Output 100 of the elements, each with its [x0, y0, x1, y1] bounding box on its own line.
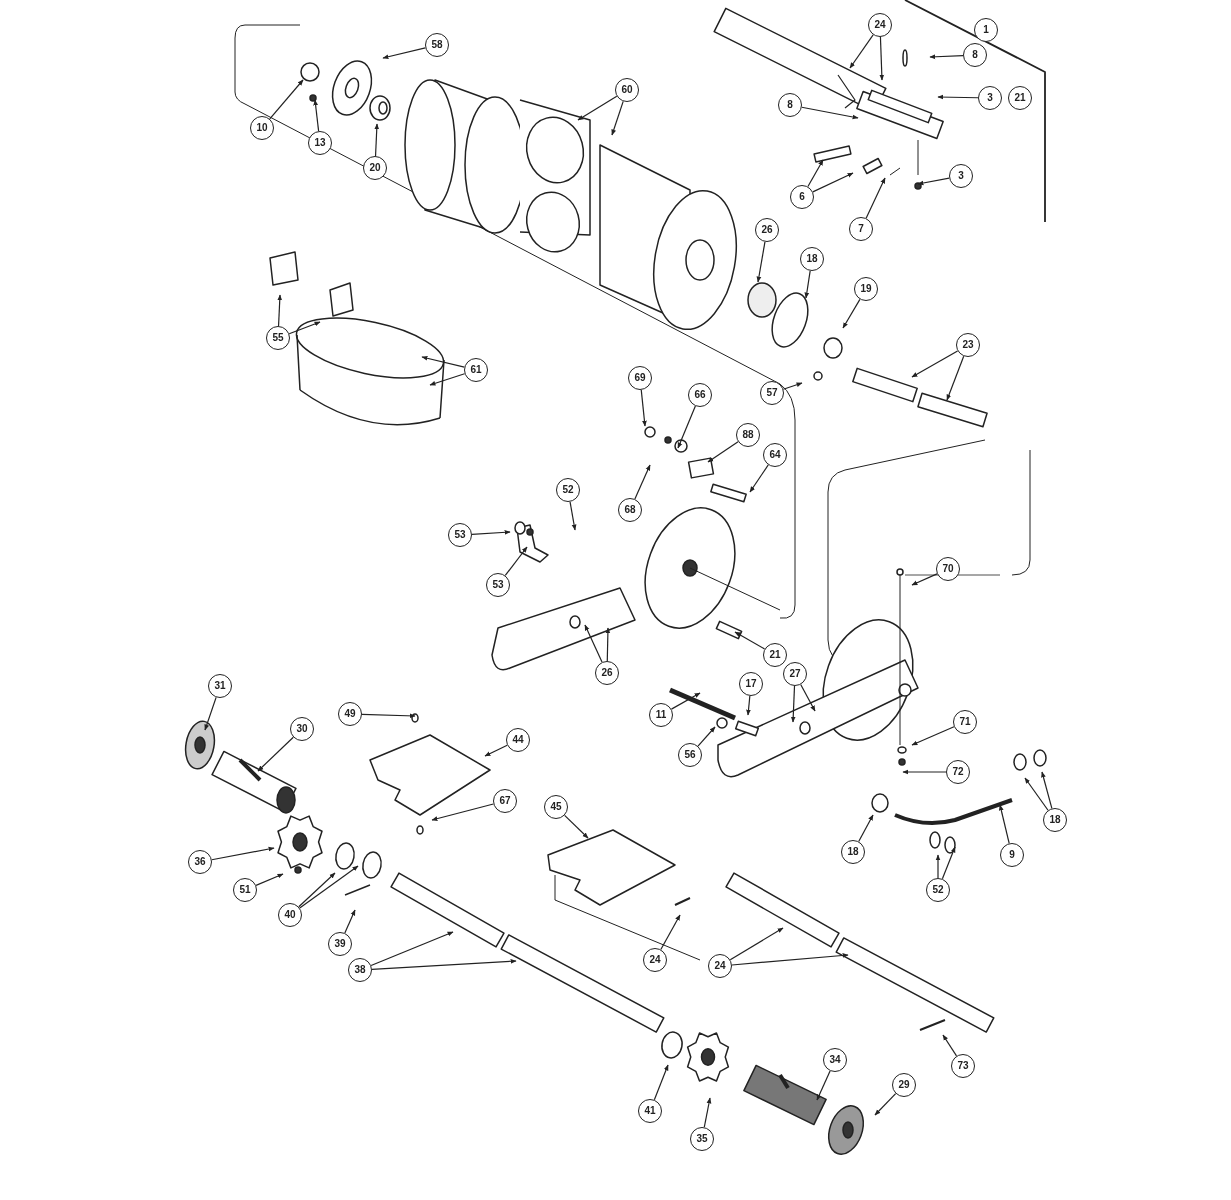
leader-line [782, 382, 803, 390]
callout-number: 53 [448, 523, 472, 547]
callout-number: 66 [688, 383, 712, 407]
leader-line [911, 573, 938, 586]
leader-line [313, 99, 320, 132]
leader-line [849, 34, 874, 69]
callout-number: 21 [763, 643, 787, 667]
leader-line [801, 106, 859, 120]
callout-number: 18 [800, 247, 824, 271]
leader-line [911, 726, 955, 746]
leader-line [842, 298, 861, 329]
leader-line [756, 241, 766, 283]
callout-number: 70 [936, 557, 960, 581]
leader-line [564, 814, 589, 839]
callout-number: 36 [188, 850, 212, 874]
callout-number: 64 [763, 443, 787, 467]
leader-line [299, 865, 359, 909]
leader-line [298, 872, 336, 908]
leader-line [746, 695, 751, 716]
callout-number: 26 [595, 661, 619, 685]
callout-number: 13 [308, 131, 332, 155]
leader-line [703, 1097, 712, 1128]
leader-line [431, 803, 494, 821]
callout-number: 57 [760, 381, 784, 405]
leader-line [277, 294, 283, 327]
leader-line [800, 683, 816, 712]
leader-line [858, 814, 874, 843]
leader-line [605, 627, 611, 662]
callout-number: 34 [823, 1048, 847, 1072]
leader-line [865, 177, 886, 219]
leader-line [374, 123, 380, 157]
callout-number: 21 [1008, 86, 1032, 110]
callout-number: 19 [854, 277, 878, 301]
leader-line [255, 873, 284, 886]
leader-line [911, 350, 959, 378]
leader-line [1024, 777, 1049, 811]
leader-line [935, 854, 941, 879]
callout-number: 20 [363, 156, 387, 180]
leader-line [257, 736, 294, 772]
callout-number: 17 [739, 672, 763, 696]
callout-number: 53 [486, 573, 510, 597]
callout-number: 72 [946, 760, 970, 784]
leader-line [344, 909, 356, 934]
callout-number: 18 [841, 840, 865, 864]
callout-number: 8 [963, 43, 987, 67]
callout-number: 26 [755, 218, 779, 242]
callout-number: 10 [250, 116, 274, 140]
callout-number: 8 [778, 93, 802, 117]
callout-number: 67 [493, 789, 517, 813]
callout-number: 49 [338, 702, 362, 726]
callout-number: 60 [615, 78, 639, 102]
callout-number: 35 [690, 1127, 714, 1151]
leader-line [569, 501, 577, 531]
leader-line [942, 1034, 958, 1057]
leader-line [204, 696, 217, 731]
leader-line [941, 846, 956, 880]
leader-line [874, 1093, 897, 1116]
callout-number: 7 [849, 217, 873, 241]
callout-number: 9 [1000, 843, 1024, 867]
callout-number: 44 [506, 728, 530, 752]
leader-line [660, 914, 681, 951]
callout-number: 31 [208, 674, 232, 698]
leader-line [937, 94, 979, 100]
callout-number: 3 [978, 86, 1002, 110]
leader-line [577, 95, 618, 121]
leader-line [670, 692, 701, 710]
leader-line [734, 631, 766, 650]
leader-line [812, 172, 854, 193]
leader-line [998, 804, 1010, 844]
callout-number: 38 [348, 958, 372, 982]
callout-number: 55 [266, 326, 290, 350]
leader-line [929, 54, 964, 60]
callout-number: 3 [949, 164, 973, 188]
leader-line [816, 1070, 831, 1101]
leader-line [584, 624, 603, 663]
leader-line [804, 270, 811, 299]
leader-line [211, 846, 275, 861]
leader-line [611, 100, 624, 136]
callout-number: 41 [638, 1099, 662, 1123]
leader-line [421, 355, 465, 368]
callout-number: 24 [643, 948, 667, 972]
leader-line [640, 389, 647, 427]
leader-line [484, 744, 508, 757]
leader-line [504, 546, 528, 577]
callout-number: 24 [708, 954, 732, 978]
callout-number: 40 [278, 903, 302, 927]
callout-number: 45 [544, 795, 568, 819]
leader-line [634, 464, 651, 500]
leader-line [361, 713, 416, 719]
callout-number: 71 [953, 710, 977, 734]
callout-number: 18 [1043, 808, 1067, 832]
leader-line [471, 529, 511, 535]
leader-line [707, 441, 739, 463]
leader-line [731, 953, 849, 966]
leader-line [429, 373, 466, 386]
leader-line [677, 405, 696, 449]
leader-line [697, 726, 716, 747]
callout-number: 61 [464, 358, 488, 382]
leader-line [790, 685, 796, 723]
leader-line [382, 47, 426, 60]
